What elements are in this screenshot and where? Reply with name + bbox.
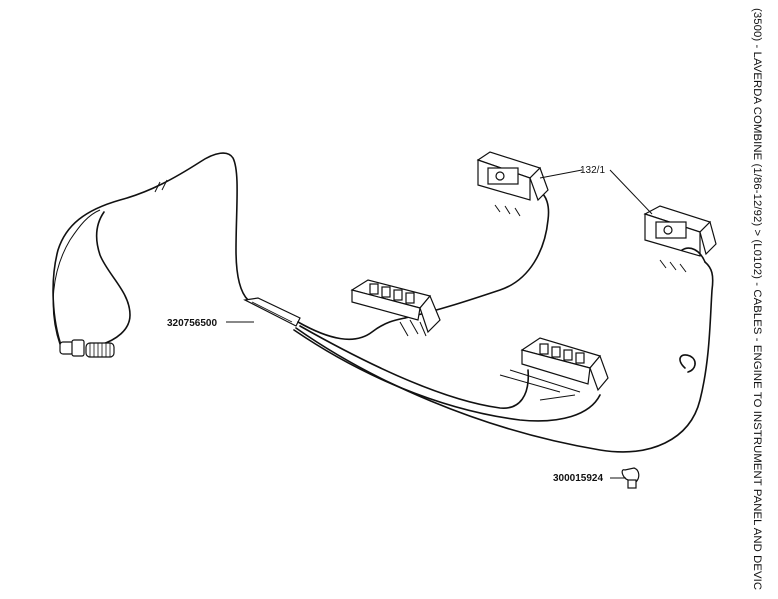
page-title: (3500) - LAVERDA COMBINE (1/86-12/92) > … <box>751 8 771 598</box>
relay-block-upper <box>350 279 441 337</box>
harness-sleeve <box>243 297 301 327</box>
main-cable <box>52 152 249 349</box>
cable-clip <box>621 467 640 489</box>
leader-lines <box>226 169 653 479</box>
connector-upper-left <box>476 151 549 217</box>
cable-ring <box>679 354 696 373</box>
callout-connector-ref: 132/1 <box>580 165 605 176</box>
callout-clip: 300015924 <box>553 473 603 484</box>
callout-harness: 320756500 <box>167 318 217 329</box>
round-connector <box>59 339 115 358</box>
connector-upper-right <box>643 205 717 273</box>
harness-branches <box>293 191 714 453</box>
relay-block-lower <box>499 337 609 401</box>
cable-right <box>681 247 706 263</box>
page-title-text: (3500) - LAVERDA COMBINE (1/86-12/92) > … <box>751 8 763 591</box>
